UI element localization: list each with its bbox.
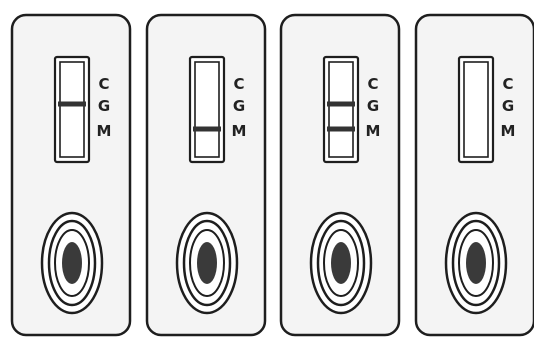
band-g — [58, 102, 86, 107]
sample-well-dot — [62, 242, 82, 284]
test-cassette-1: CGM — [12, 15, 130, 335]
band-g — [327, 102, 355, 107]
label-m: M — [97, 122, 112, 140]
sample-well-dot — [331, 242, 351, 284]
label-m: M — [366, 122, 381, 140]
label-g: G — [367, 97, 379, 115]
test-cassette-3: CGM — [281, 15, 399, 335]
test-cassette-4: CGM — [416, 15, 534, 335]
sample-well-dot — [466, 242, 486, 284]
sample-well-dot — [197, 242, 217, 284]
test-cassette-2: CGM — [147, 15, 265, 335]
band-m — [193, 127, 221, 132]
band-m — [327, 127, 355, 132]
label-c: C — [502, 75, 513, 93]
label-g: G — [233, 97, 245, 115]
label-c: C — [233, 75, 244, 93]
label-c: C — [98, 75, 109, 93]
label-m: M — [501, 122, 516, 140]
label-m: M — [232, 122, 247, 140]
label-g: G — [502, 97, 514, 115]
label-c: C — [367, 75, 378, 93]
label-g: G — [98, 97, 110, 115]
